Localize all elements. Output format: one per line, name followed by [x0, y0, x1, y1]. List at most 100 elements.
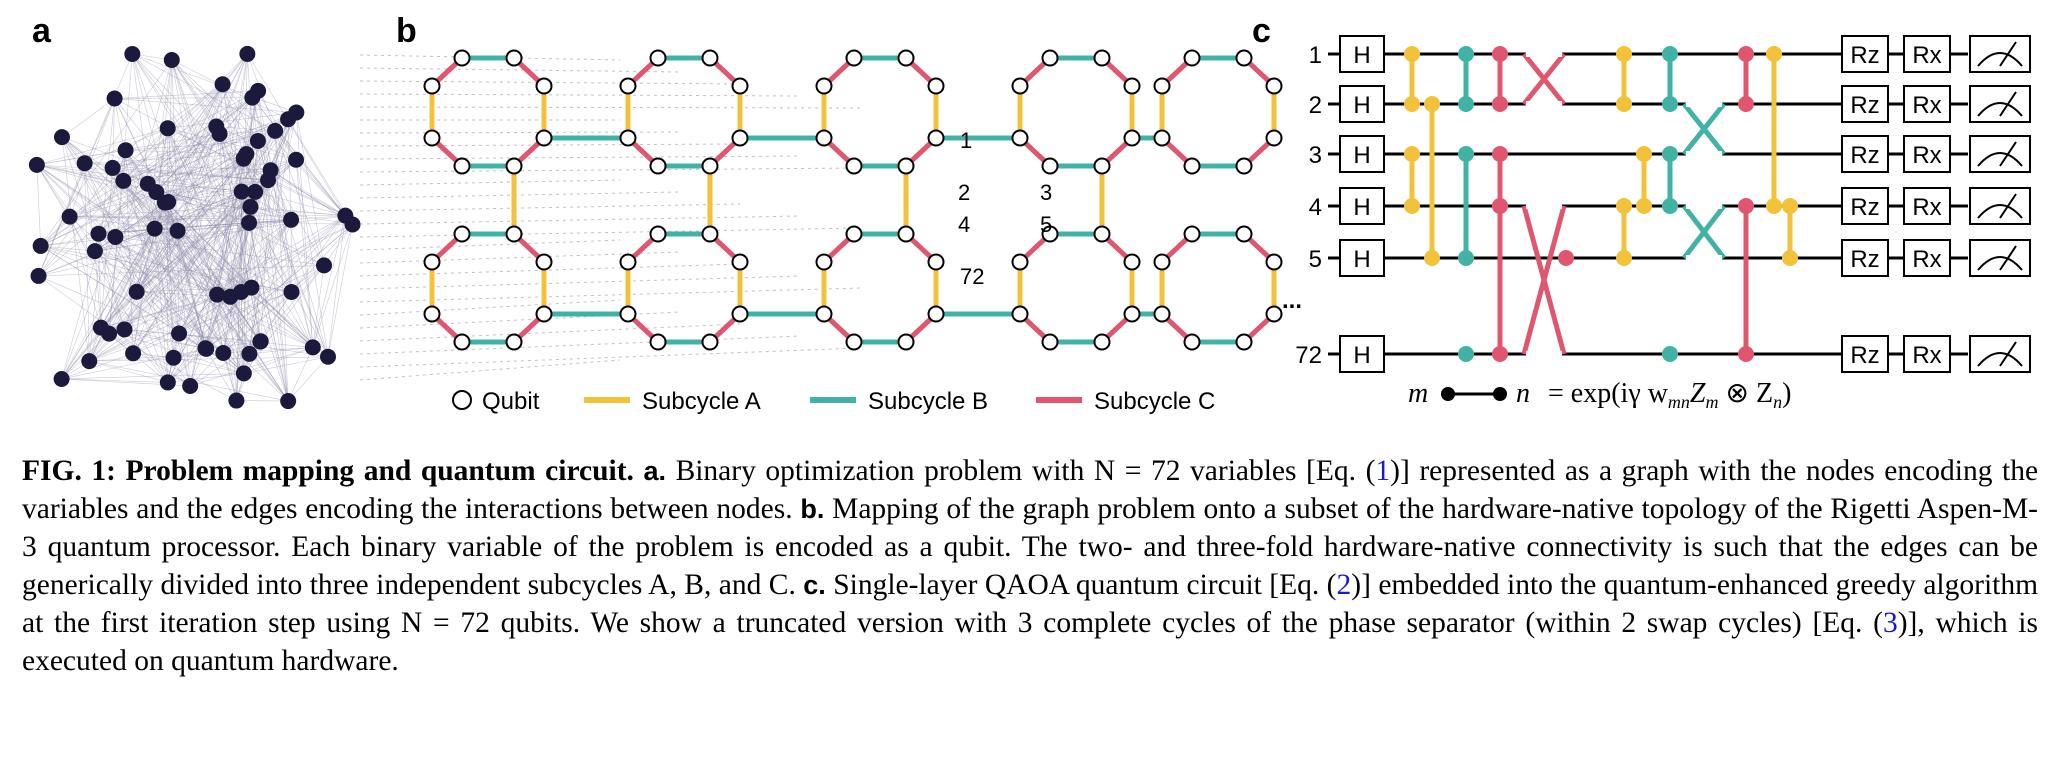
graph-edge: [132, 130, 276, 354]
graph-edge: [84, 163, 178, 232]
graph-edge: [61, 137, 90, 362]
graph-edge: [98, 219, 292, 235]
graph-edge: [124, 191, 256, 330]
legend-subcycle-b-label: Subcycle B: [868, 388, 988, 415]
graph-edge: [94, 250, 206, 349]
graph-edge: [112, 167, 329, 357]
graph-node: [233, 283, 250, 300]
zz-gate-node: [1662, 346, 1678, 362]
graph-node: [235, 365, 252, 382]
rz-gate-label: Rz: [1850, 342, 1879, 369]
lattice-qubit: [423, 305, 441, 323]
graph-edge: [171, 59, 224, 354]
graph-edge: [115, 112, 297, 238]
graph-edge: [123, 180, 155, 229]
graph-node: [81, 353, 98, 370]
caption-fig-label: FIG. 1:: [22, 455, 116, 487]
graph-edge: [112, 167, 250, 224]
graph-edge: [136, 206, 251, 293]
graph-edge: [167, 215, 346, 383]
rx-gate-label: Rx: [1912, 342, 1941, 369]
graph-edge: [123, 180, 314, 348]
two-qubit-gates: [1404, 46, 1798, 362]
graph-edge: [222, 84, 250, 223]
rx-gate: [1903, 135, 1951, 173]
lattice-qubit: [1265, 253, 1283, 271]
measure-arc: [1977, 352, 2023, 367]
lattice-qubit: [897, 333, 915, 351]
graph-edge: [222, 191, 242, 353]
graph-node: [267, 122, 284, 139]
caption-ref-eq2[interactable]: 2: [1336, 569, 1352, 601]
caption-ref-eq1[interactable]: 1: [1375, 455, 1391, 487]
graph-edge: [156, 192, 180, 334]
lattice-qubit: [1265, 305, 1283, 323]
graph-edge: [98, 215, 346, 235]
graph-edge: [177, 126, 217, 231]
graph-edge: [219, 133, 289, 402]
lattice-qubit: [423, 77, 441, 95]
graph-edge: [124, 206, 251, 330]
lattice-qubit: [1123, 253, 1141, 271]
lattice-qubit: [535, 253, 553, 271]
graph-edge: [69, 159, 297, 217]
graph-edge: [147, 183, 206, 349]
graph-node: [228, 392, 245, 409]
graph-edge: [89, 291, 292, 362]
graph-edge: [112, 167, 269, 181]
graph-edge: [147, 53, 248, 184]
graph-edge: [156, 128, 168, 193]
graph-edge: [61, 136, 116, 238]
graph-edge: [132, 191, 242, 354]
graph-edge: [171, 59, 271, 171]
formula-rhs: = exp(iγ wmnZm ⊗ Zn): [1548, 378, 1791, 412]
swap-line: [1522, 52, 1566, 106]
caption-title: Problem mapping and quantum circuit.: [125, 455, 634, 487]
graph-edge: [124, 329, 169, 383]
graph-edge: [132, 53, 251, 208]
rx-gate-label: Rx: [1912, 246, 1941, 273]
graph-node: [283, 211, 300, 228]
graph-edge: [98, 191, 256, 235]
graph-edge: [108, 206, 251, 334]
rx-gate-label: Rx: [1912, 194, 1941, 221]
graph-node: [125, 345, 142, 362]
graph-edge: [38, 163, 85, 277]
lattice-qubit: [1011, 253, 1029, 271]
graph-edge: [296, 112, 325, 266]
graph-edge: [89, 360, 168, 383]
graph-edge: [216, 191, 242, 295]
graph-edge: [223, 291, 292, 354]
graph-edge: [168, 169, 271, 203]
graph-node: [209, 286, 226, 303]
caption-ref-eq3[interactable]: 3: [1882, 607, 1898, 639]
rx-gate-label: Rx: [1912, 92, 1941, 119]
lattice-qubit: [815, 77, 833, 95]
graph-edge: [154, 228, 174, 358]
zz-gate-node: [1616, 198, 1632, 214]
graph-edge: [243, 356, 329, 374]
graph-node: [214, 76, 231, 93]
lattice-qubit: [505, 225, 523, 243]
graph-node: [241, 345, 258, 362]
lattice-qubit: [535, 129, 553, 147]
measure-needle: [1999, 193, 2017, 219]
graph-edge: [167, 373, 244, 383]
legend-qubit-label: Qubit: [482, 388, 540, 415]
lattice-qubit: [1011, 129, 1029, 147]
graph-edge: [222, 206, 251, 354]
graph-edge: [260, 170, 271, 342]
graph-edge: [69, 98, 115, 217]
zz-gate-node: [1458, 346, 1474, 362]
graph-edge: [123, 133, 220, 182]
graph-edge: [88, 59, 173, 362]
graph-edge: [312, 215, 346, 348]
graph-edge: [61, 230, 178, 380]
swap-wire-gap: [1526, 203, 1562, 209]
zz-gate-node: [1424, 250, 1440, 266]
graph-edge: [112, 167, 250, 355]
graph-edge: [124, 153, 247, 330]
graph-edge: [100, 230, 178, 328]
graph-edge: [98, 126, 217, 234]
graph-edge: [156, 191, 314, 348]
